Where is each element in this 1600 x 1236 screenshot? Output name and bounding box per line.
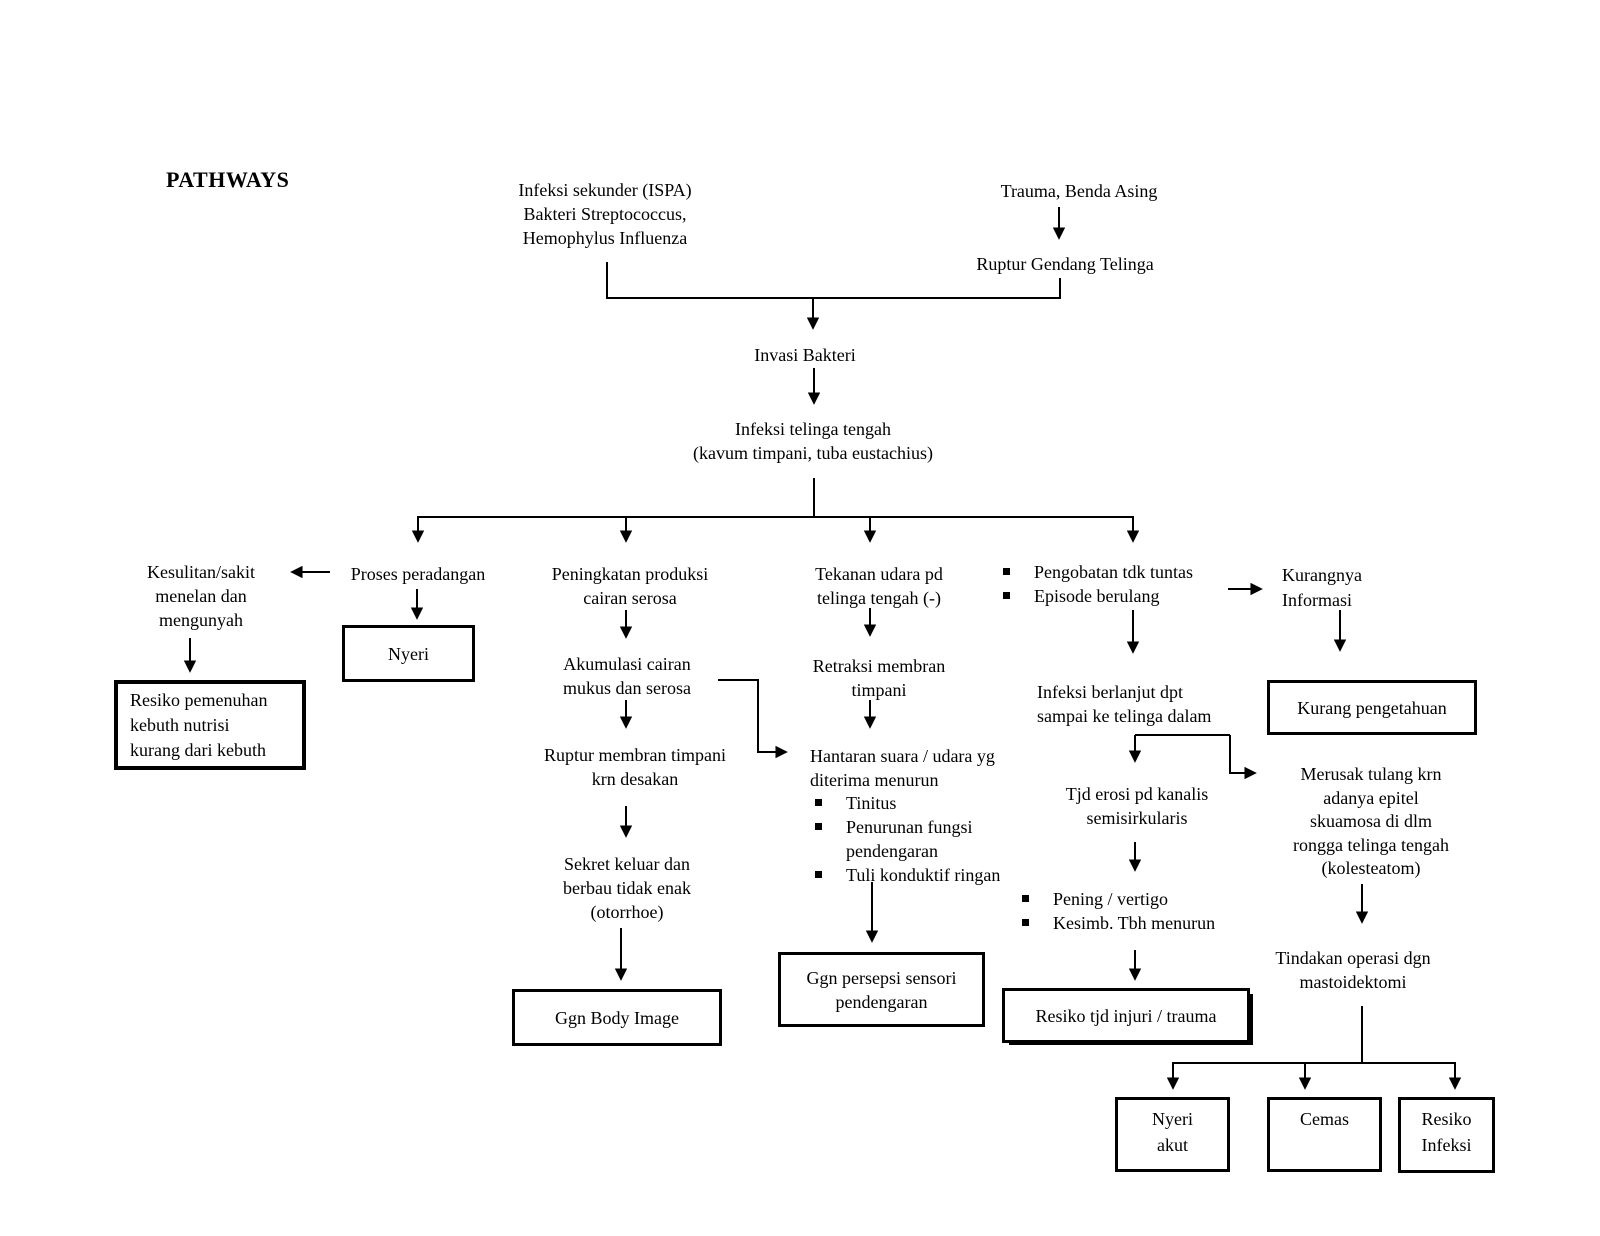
node-tindakan-operasi: Tindakan operasi dgn mastoidektomi (1275, 948, 1431, 992)
node-sekret-keluar: Sekret keluar dan berbau tidak enak (oto… (563, 854, 691, 922)
list-item: Pengobatan tdk tuntas (1003, 560, 1243, 584)
box-kurang-pengetahuan: Kurang pengetahuan (1267, 680, 1477, 735)
list-item: Kesimb. Tbh menurun (1022, 911, 1262, 935)
node-infeksi-berlanjut: Infeksi berlanjut dpt sampai ke telinga … (1037, 682, 1212, 726)
bullet-square-icon (1022, 919, 1029, 926)
node-peningkatan-produksi: Peningkatan produksi cairan serosa (551, 564, 709, 608)
box-ggn-body-image: Ggn Body Image (512, 989, 722, 1046)
node-tjd-erosi: Tjd erosi pd kanalis semisirkularis (1065, 784, 1209, 828)
node-merusak-tulang: Merusak tulang krn adanya epitel skuamos… (1293, 764, 1449, 878)
connector-akumulasi-to-hantaran (718, 679, 788, 759)
list-hantaran-symptoms: Tinitus Penurunan fungsi pendengaran Tul… (815, 791, 1095, 887)
node-ruptur-membran: Ruptur membran timpani krn desakan (544, 745, 726, 789)
node-kurangnya-informasi: Kurangnya Informasi (1282, 565, 1362, 610)
list-item: Pening / vertigo (1022, 887, 1262, 911)
node-kesulitan-menelan: Kesulitan/sakit menelan dan mengunyah (147, 562, 255, 630)
list-pening: Pening / vertigo Kesimb. Tbh menurun (1022, 887, 1262, 935)
node-infeksi-sekunder: Infeksi sekunder (ISPA) Bakteri Streptoc… (518, 180, 692, 248)
list-pengobatan: Pengobatan tdk tuntas Episode berulang (1003, 560, 1243, 608)
node-hantaran-suara: Hantaran suara / udara yg diterima menur… (810, 746, 995, 790)
list-item: Tinitus (815, 791, 1095, 815)
box-cemas: Cemas (1267, 1097, 1382, 1172)
node-tekanan-udara: Tekanan udara pd telinga tengah (-) (815, 564, 943, 608)
box-nyeri-akut: Nyeri akut (1115, 1097, 1230, 1172)
bullet-square-icon (815, 799, 822, 806)
node-invasi-bakteri: Invasi Bakteri (754, 345, 856, 365)
box-resiko-injuri: Resiko tjd injuri / trauma (1002, 988, 1250, 1043)
node-trauma-benda-asing: Trauma, Benda Asing (1000, 181, 1158, 201)
node-ruptur-gendang-telinga: Ruptur Gendang Telinga (976, 254, 1154, 274)
bullet-square-icon (1022, 895, 1029, 902)
node-retraksi-membran: Retraksi membran timpani (812, 656, 946, 700)
box-resiko-infeksi: Resiko Infeksi (1398, 1097, 1495, 1173)
list-item: Tuli konduktif ringan (815, 863, 1095, 887)
bullet-square-icon (1003, 568, 1010, 575)
node-proses-peradangan: Proses peradangan (350, 564, 486, 584)
page-title: PATHWAYS (166, 167, 290, 192)
list-item: Episode berulang (1003, 584, 1243, 608)
node-infeksi-telinga-tengah: Infeksi telinga tengah (kavum timpani, t… (693, 419, 933, 463)
bullet-square-icon (815, 823, 822, 830)
box-nyeri: Nyeri (342, 625, 475, 682)
connector-top-merge (606, 262, 1061, 299)
list-item: Penurunan fungsi pendengaran (815, 815, 1095, 863)
bullet-square-icon (1003, 592, 1010, 599)
connector-berlanjut-to-merusak (1229, 735, 1257, 780)
node-akumulasi-cairan: Akumulasi cairan mukus dan serosa (563, 654, 691, 698)
box-ggn-persepsi-sensori: Ggn persepsi sensori pendengaran (778, 952, 985, 1027)
bullet-square-icon (815, 871, 822, 878)
box-resiko-nutrisi: Resiko pemenuhan kebuth nutrisi kurang d… (114, 680, 306, 770)
